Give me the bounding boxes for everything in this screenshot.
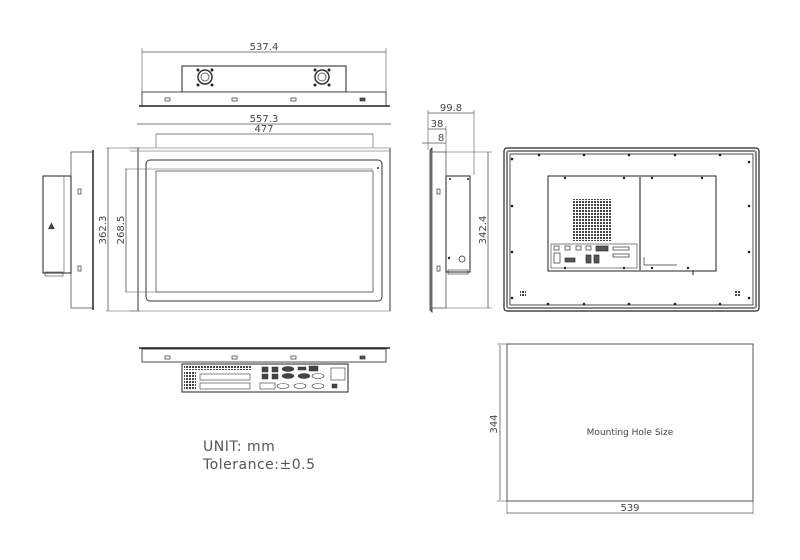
vent-grille (573, 199, 611, 241)
unit-note: UNIT: mm (203, 439, 275, 455)
front-width-dimension: 557.3 (250, 114, 279, 125)
cutout-height-dimension: 344 (489, 414, 500, 433)
lip-dimension: 8 (438, 133, 444, 144)
depth-dimension: 99.8 (440, 103, 462, 114)
bezel-depth-dimension: 38 (431, 119, 444, 130)
mounting-cutout: 344 539 Mounting Hole Size (489, 343, 754, 514)
fan-icon (196, 68, 214, 87)
tolerance-note: Tolerance:±0.5 (202, 457, 315, 473)
front-height-dimension: 362.3 (98, 216, 109, 245)
left-side-view: ▲ (42, 150, 94, 310)
ground-icon (458, 255, 466, 263)
cutout-label: Mounting Hole Size (587, 428, 674, 438)
right-side-view: 99.8 38 8 342.4 (422, 103, 492, 313)
top-width-dimension: 537.4 (250, 42, 279, 53)
top-view: 537.4 (139, 42, 390, 107)
screen-height-dimension: 268.5 (116, 216, 127, 245)
speaker-icon (520, 290, 526, 296)
io-ports (261, 365, 338, 389)
speaker-icon (735, 290, 741, 296)
io-ports (553, 245, 630, 264)
bottom-view (139, 347, 390, 393)
rear-view (503, 147, 760, 312)
cutout-width-dimension: 539 (620, 503, 639, 514)
screen-width-dimension: 477 (254, 124, 273, 135)
lock-icon: ▲ (48, 221, 55, 231)
drawing-notes: UNIT: mm Tolerance:±0.5 (202, 439, 315, 473)
fan-icon (313, 68, 331, 87)
side-height-dimension: 342.4 (478, 216, 489, 245)
front-view: 557.3 477 362.3 268.5 (98, 114, 391, 312)
